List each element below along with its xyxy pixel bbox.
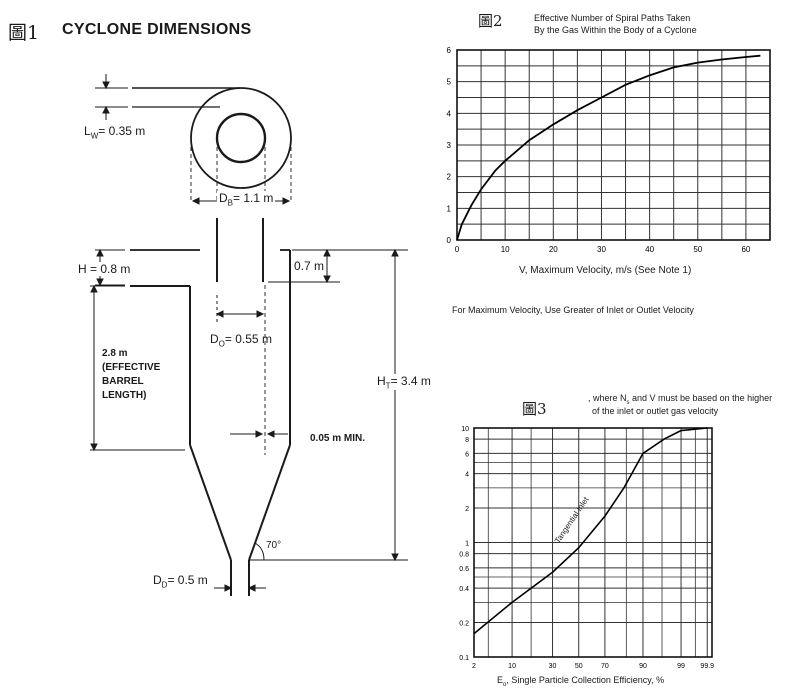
ht-label: HT= 3.4 m (377, 374, 431, 391)
fig2-y-tick-label: 3 (447, 141, 452, 150)
min-gap-marker (230, 430, 288, 438)
fig2-y-tick-label: 4 (447, 109, 452, 118)
fig3-y-tick-label: 0.4 (459, 586, 469, 593)
db-label: DB= 1.1 m (217, 191, 276, 208)
fig2-y-tick-label: 6 (447, 46, 452, 55)
fig3-y-tick-label: 6 (465, 451, 469, 458)
projection-lines (190, 140, 292, 455)
fig3-y-tick-label: 4 (465, 472, 469, 479)
fig3-y-tick-label: 0.2 (459, 621, 469, 628)
fig2-series-line (456, 54, 761, 241)
fig2-x-tick-label: 40 (645, 245, 654, 254)
figure2-label: 圖2 (478, 12, 503, 30)
figure1-label: 圖1 (8, 22, 40, 44)
ht-dimension (255, 248, 408, 562)
figure3-xlabel: Eo, Single Particle Collection Efficienc… (497, 675, 665, 688)
fig2-y-tick-label: 2 (447, 173, 452, 182)
h-label: H = 0.8 m (78, 262, 131, 276)
fig3-x-tick-label: 70 (601, 663, 609, 670)
cyclone-top-view (190, 87, 292, 189)
cone-angle-arc (249, 542, 268, 561)
barrel-label-4: LENGTH) (102, 390, 147, 401)
fig2-x-tick-label: 30 (597, 245, 606, 254)
fig2-x-tick-label: 20 (549, 245, 558, 254)
fig3-series-line (473, 427, 708, 635)
outlet-length-label: 0.7 m (294, 259, 325, 273)
fig3-x-tick-label: 90 (639, 663, 647, 670)
figure2-title-line1: Effective Number of Spiral Paths Taken (534, 13, 691, 23)
barrel-label-3: BARREL (102, 376, 144, 387)
fig2-y-tick-label: 1 (447, 204, 452, 213)
fig2-x-tick-label: 50 (693, 245, 702, 254)
cyclone-body (130, 250, 291, 596)
figure3-chart: 2 10 30 50 70 90 99 99.9 0.1 0.2 0.4 0.6 0.8 1 2 4 6 8 10 (459, 426, 714, 670)
fig2-x-tick-label: 60 (741, 245, 750, 254)
fig3-y-tick-label: 2 (465, 506, 469, 513)
fig2-y-tick-label: 5 (447, 78, 452, 87)
figure3-note-line2: of the inlet or outlet gas velocity (592, 406, 719, 416)
dd-label: DD= 0.5 m (153, 573, 208, 590)
fig2-frame (456, 49, 771, 241)
fig3-x-tick-label: 99 (677, 663, 685, 670)
fig3-y-tick-label: 1 (465, 541, 469, 548)
min-gap-label: 0.05 m MIN. (310, 433, 366, 444)
figure2-xlabel: V, Maximum Velocity, m/s (See Note 1) (519, 265, 692, 276)
fig3-frame (473, 427, 713, 658)
fig3-y-tick-label: 10 (461, 426, 469, 433)
lw-label: LW= 0.35 m (84, 124, 146, 141)
fig3-x-tick-label: 99.9 (700, 663, 714, 670)
outlet-length-dimension (268, 248, 408, 284)
fig3-y-tick-label: 0.1 (459, 655, 469, 662)
fig3-x-tick-label: 50 (575, 663, 583, 670)
fig3-y-tick-label: 0.8 (459, 552, 469, 559)
gas-outlet-tube (216, 218, 264, 282)
figure1-title: CYCLONE DIMENSIONS (62, 21, 252, 38)
barrel-label-2: (EFFECTIVE (102, 362, 161, 373)
fig2-y-tick-label: 0 (447, 236, 452, 245)
figure2-note: For Maximum Velocity, Use Greater of Inl… (452, 305, 694, 315)
angle-label: 70° (266, 540, 282, 551)
inlet-duct (132, 87, 240, 108)
figure3-label: 圖3 (522, 400, 547, 418)
figure2-title-line2: By the Gas Within the Body of a Cyclone (534, 25, 697, 35)
dd-dimension (214, 584, 266, 592)
fig3-x-tick-label: 10 (508, 663, 516, 670)
do-dimension (215, 295, 265, 322)
lw-dimension (95, 74, 128, 120)
figure2-chart: 0 10 20 30 40 50 60 0 1 2 3 4 5 6 (447, 46, 771, 254)
fig2-x-tick-label: 0 (455, 245, 460, 254)
fig3-x-tick-label: 30 (549, 663, 557, 670)
fig2-x-tick-label: 10 (501, 245, 510, 254)
barrel-dimension (90, 284, 185, 452)
figure3-note-line1: , where Ns and V must be based on the hi… (588, 393, 773, 406)
fig3-x-tick-label: 2 (472, 663, 476, 670)
barrel-label-1: 2.8 m (102, 348, 128, 359)
fig3-y-tick-label: 8 (465, 437, 469, 444)
fig3-y-tick-label: 0.6 (459, 566, 469, 573)
do-label: DO= 0.55 m (210, 332, 272, 349)
